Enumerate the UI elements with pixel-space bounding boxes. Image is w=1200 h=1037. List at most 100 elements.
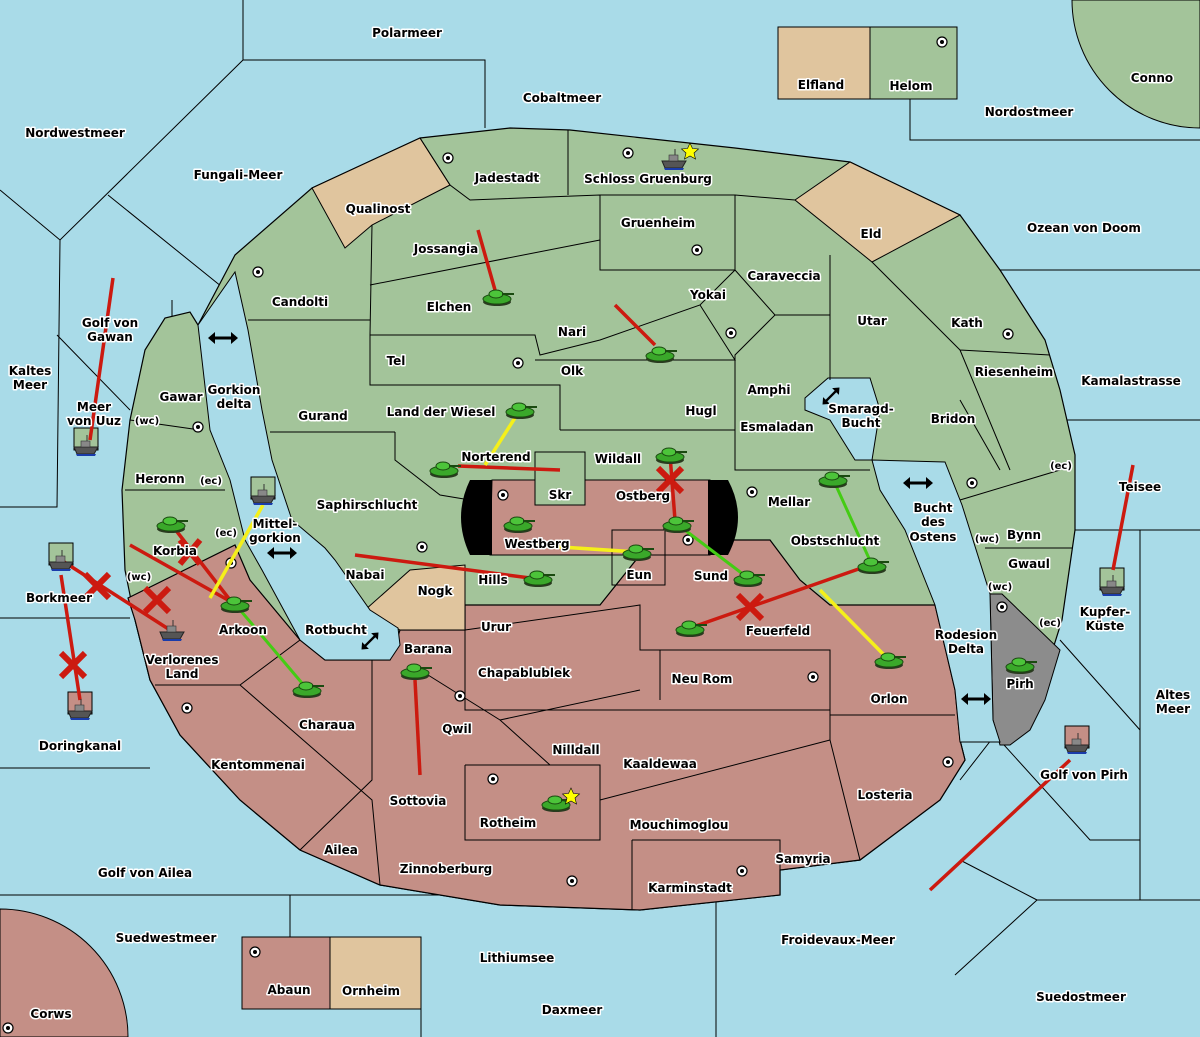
label-gwaul: Gwaul xyxy=(1008,557,1050,571)
label-kaltes-meer-2: Meer xyxy=(13,378,47,392)
coast-label: (wc) xyxy=(127,572,151,583)
label-amphi: Amphi xyxy=(747,383,790,397)
order-arrow xyxy=(413,679,422,776)
label-sottovia: Sottovia xyxy=(390,794,447,808)
label-helom: Helom xyxy=(889,79,932,93)
support-arrow xyxy=(208,504,265,599)
star-icon xyxy=(561,787,581,805)
label-rodesion-2: Delta xyxy=(948,642,984,656)
label-golf-ailea: Golf von Ailea xyxy=(98,866,192,880)
province-ornheim[interactable] xyxy=(329,936,422,1010)
label-golf-gawan-2: Gawan xyxy=(87,330,133,344)
coast-label: (ec) xyxy=(1050,461,1072,472)
order-arrow xyxy=(928,758,1072,892)
label-rotbucht: Rotbucht xyxy=(305,623,367,637)
label-bucht-ostens: Bucht xyxy=(913,501,952,515)
order-arrow xyxy=(668,454,677,521)
label-chapablublek: Chapablublek xyxy=(478,666,571,680)
province-eld[interactable] xyxy=(794,161,962,263)
order-arrow xyxy=(457,464,561,472)
label-ostberg: Ostberg xyxy=(616,489,670,503)
label-kath: Kath xyxy=(951,316,983,330)
label-bucht-ostens-3: Ostens xyxy=(910,530,957,544)
red-x-icon xyxy=(735,592,765,622)
label-neu-rom: Neu Rom xyxy=(672,672,733,686)
supply-center-icon xyxy=(942,756,954,768)
label-samyria: Samyria xyxy=(775,852,830,866)
province-skr[interactable] xyxy=(534,451,586,506)
supply-center-icon xyxy=(454,690,466,702)
province-corws[interactable] xyxy=(0,908,129,1037)
label-jadestadt: Jadestadt xyxy=(474,171,540,185)
label-norterend: Norterend xyxy=(461,450,530,464)
red-x-icon xyxy=(655,465,685,495)
supply-center-icon xyxy=(736,865,748,877)
label-bynn: Bynn xyxy=(1007,528,1041,542)
label-arkoon: Arkoon xyxy=(219,623,267,637)
label-conno: Conno xyxy=(1131,71,1173,85)
label-eun: Eun xyxy=(626,568,651,582)
order-arrow xyxy=(60,558,171,632)
label-orlon: Orlon xyxy=(870,692,907,706)
label-obstschlucht: Obstschlucht xyxy=(791,534,880,548)
orders xyxy=(58,229,1135,892)
supply-center-icon xyxy=(1002,328,1014,340)
coast-label: (ec) xyxy=(200,476,222,487)
label-eld: Eld xyxy=(861,227,882,241)
units xyxy=(48,142,1125,813)
red-x-icon xyxy=(82,571,112,601)
support-arrow xyxy=(529,543,638,554)
coast-label: (ec) xyxy=(1039,618,1061,629)
label-utar: Utar xyxy=(857,314,887,328)
label-ailea: Ailea xyxy=(324,843,358,857)
label-fungali: Fungali-Meer xyxy=(194,168,283,182)
label-wildall: Wildall xyxy=(595,452,641,466)
label-verlorenes: Verlorenes xyxy=(146,653,219,667)
label-saphirschlucht: Saphirschlucht xyxy=(317,498,418,512)
province-helom[interactable] xyxy=(869,26,958,100)
label-abaun: Abaun xyxy=(267,983,310,997)
label-mittelgorkion: Mittel- xyxy=(253,517,298,531)
label-feuerfeld: Feuerfeld xyxy=(746,624,811,638)
label-hugl: Hugl xyxy=(685,404,716,418)
province-elfland[interactable] xyxy=(777,26,871,100)
label-nordostmeer: Nordostmeer xyxy=(985,105,1074,119)
water-bucht-des-ostens xyxy=(871,459,1001,743)
label-losteria: Losteria xyxy=(857,788,912,802)
label-elchen: Elchen xyxy=(427,300,472,314)
label-gruenheim: Gruenheim xyxy=(621,216,695,230)
province-labels: Polarmeer Cobaltmeer Nordwestmeer Fungal… xyxy=(7,25,1191,1023)
label-bridon: Bridon xyxy=(931,412,976,426)
order-arrow xyxy=(88,277,115,441)
supply-center-icon xyxy=(416,541,428,553)
province-qualinost[interactable] xyxy=(311,137,451,249)
supply-center-icon xyxy=(966,477,978,489)
label-karminstadt: Karminstadt xyxy=(648,881,732,895)
label-nabai: Nabai xyxy=(346,568,385,582)
label-pirh: Pirh xyxy=(1006,677,1033,691)
coast-label: (wc) xyxy=(988,582,1012,593)
coast-label: (wc) xyxy=(135,416,159,427)
label-skr: Skr xyxy=(549,488,572,502)
province-conno[interactable] xyxy=(1071,0,1200,129)
label-mellar: Mellar xyxy=(768,495,810,509)
label-gorkion-delta-2: delta xyxy=(217,397,252,411)
capital-right-cap xyxy=(708,480,738,555)
label-tel: Tel xyxy=(387,354,406,368)
label-hills: Hills xyxy=(478,573,508,587)
supply-center-icon xyxy=(512,357,524,369)
label-borkmeer: Borkmeer xyxy=(26,591,92,605)
label-ozean: Ozean von Doom xyxy=(1027,221,1141,235)
hold-support-line xyxy=(233,603,309,690)
label-meer-uuz-2: von Uuz xyxy=(67,414,121,428)
label-jossangia: Jossangia xyxy=(413,242,478,256)
label-land-wiesel: Land der Wiesel xyxy=(387,405,496,419)
supply-center-icon xyxy=(192,421,204,433)
supply-center-icon xyxy=(487,773,499,785)
capital-left-cap xyxy=(461,480,492,555)
label-lithiumsee: Lithiumsee xyxy=(480,951,555,965)
supply-center-icon xyxy=(497,489,509,501)
support-arrow xyxy=(483,409,522,466)
red-x-icon xyxy=(142,585,172,615)
